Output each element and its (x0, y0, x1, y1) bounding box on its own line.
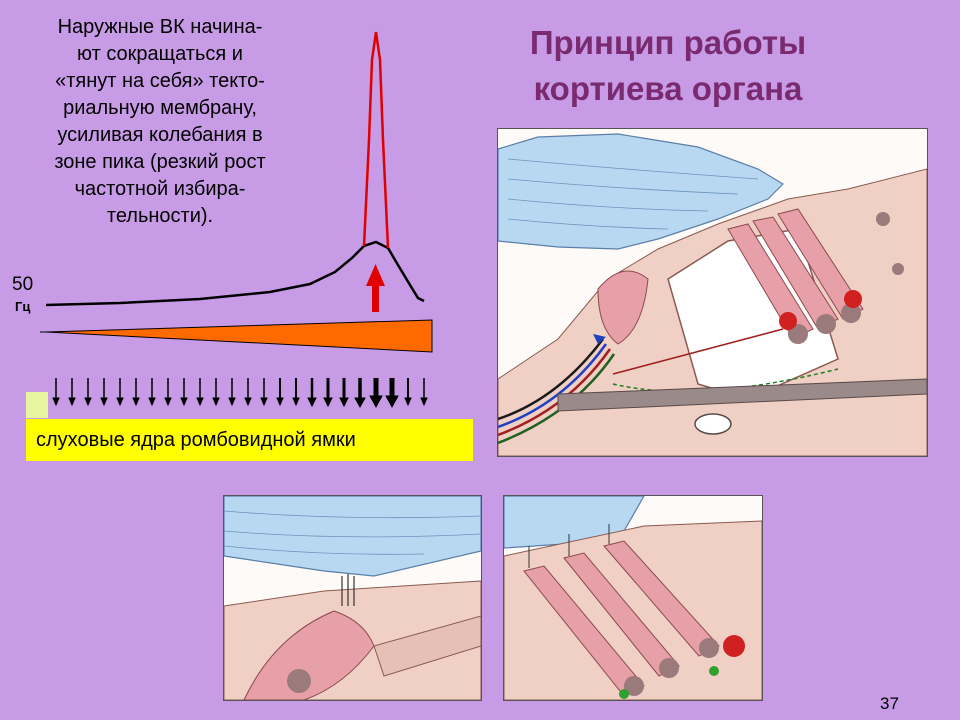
outer-hair-cells-detail (503, 495, 763, 701)
label-tab (26, 392, 48, 418)
sharp-peak (362, 31, 390, 249)
description-text: Наружные ВК начина- ют сокращаться и «тя… (54, 16, 266, 227)
frequency-unit: Гц (15, 299, 31, 314)
tuning-curve (45, 240, 425, 307)
up-arrow-icon (366, 264, 385, 312)
inner-hair-cell-detail (223, 495, 482, 701)
page-number: 37 (880, 694, 899, 713)
basilar-wedge (45, 319, 433, 353)
down-arrow-icon (52, 378, 60, 407)
frequency-value: 50 (12, 274, 34, 295)
slide-title: Принцип работы кортиева органа (529, 24, 807, 107)
down-arrow-row (52, 378, 428, 409)
organ-of-corti-illustration (497, 128, 928, 457)
nuclei-label: слуховые ядра ромбовидной ямки (26, 419, 473, 461)
